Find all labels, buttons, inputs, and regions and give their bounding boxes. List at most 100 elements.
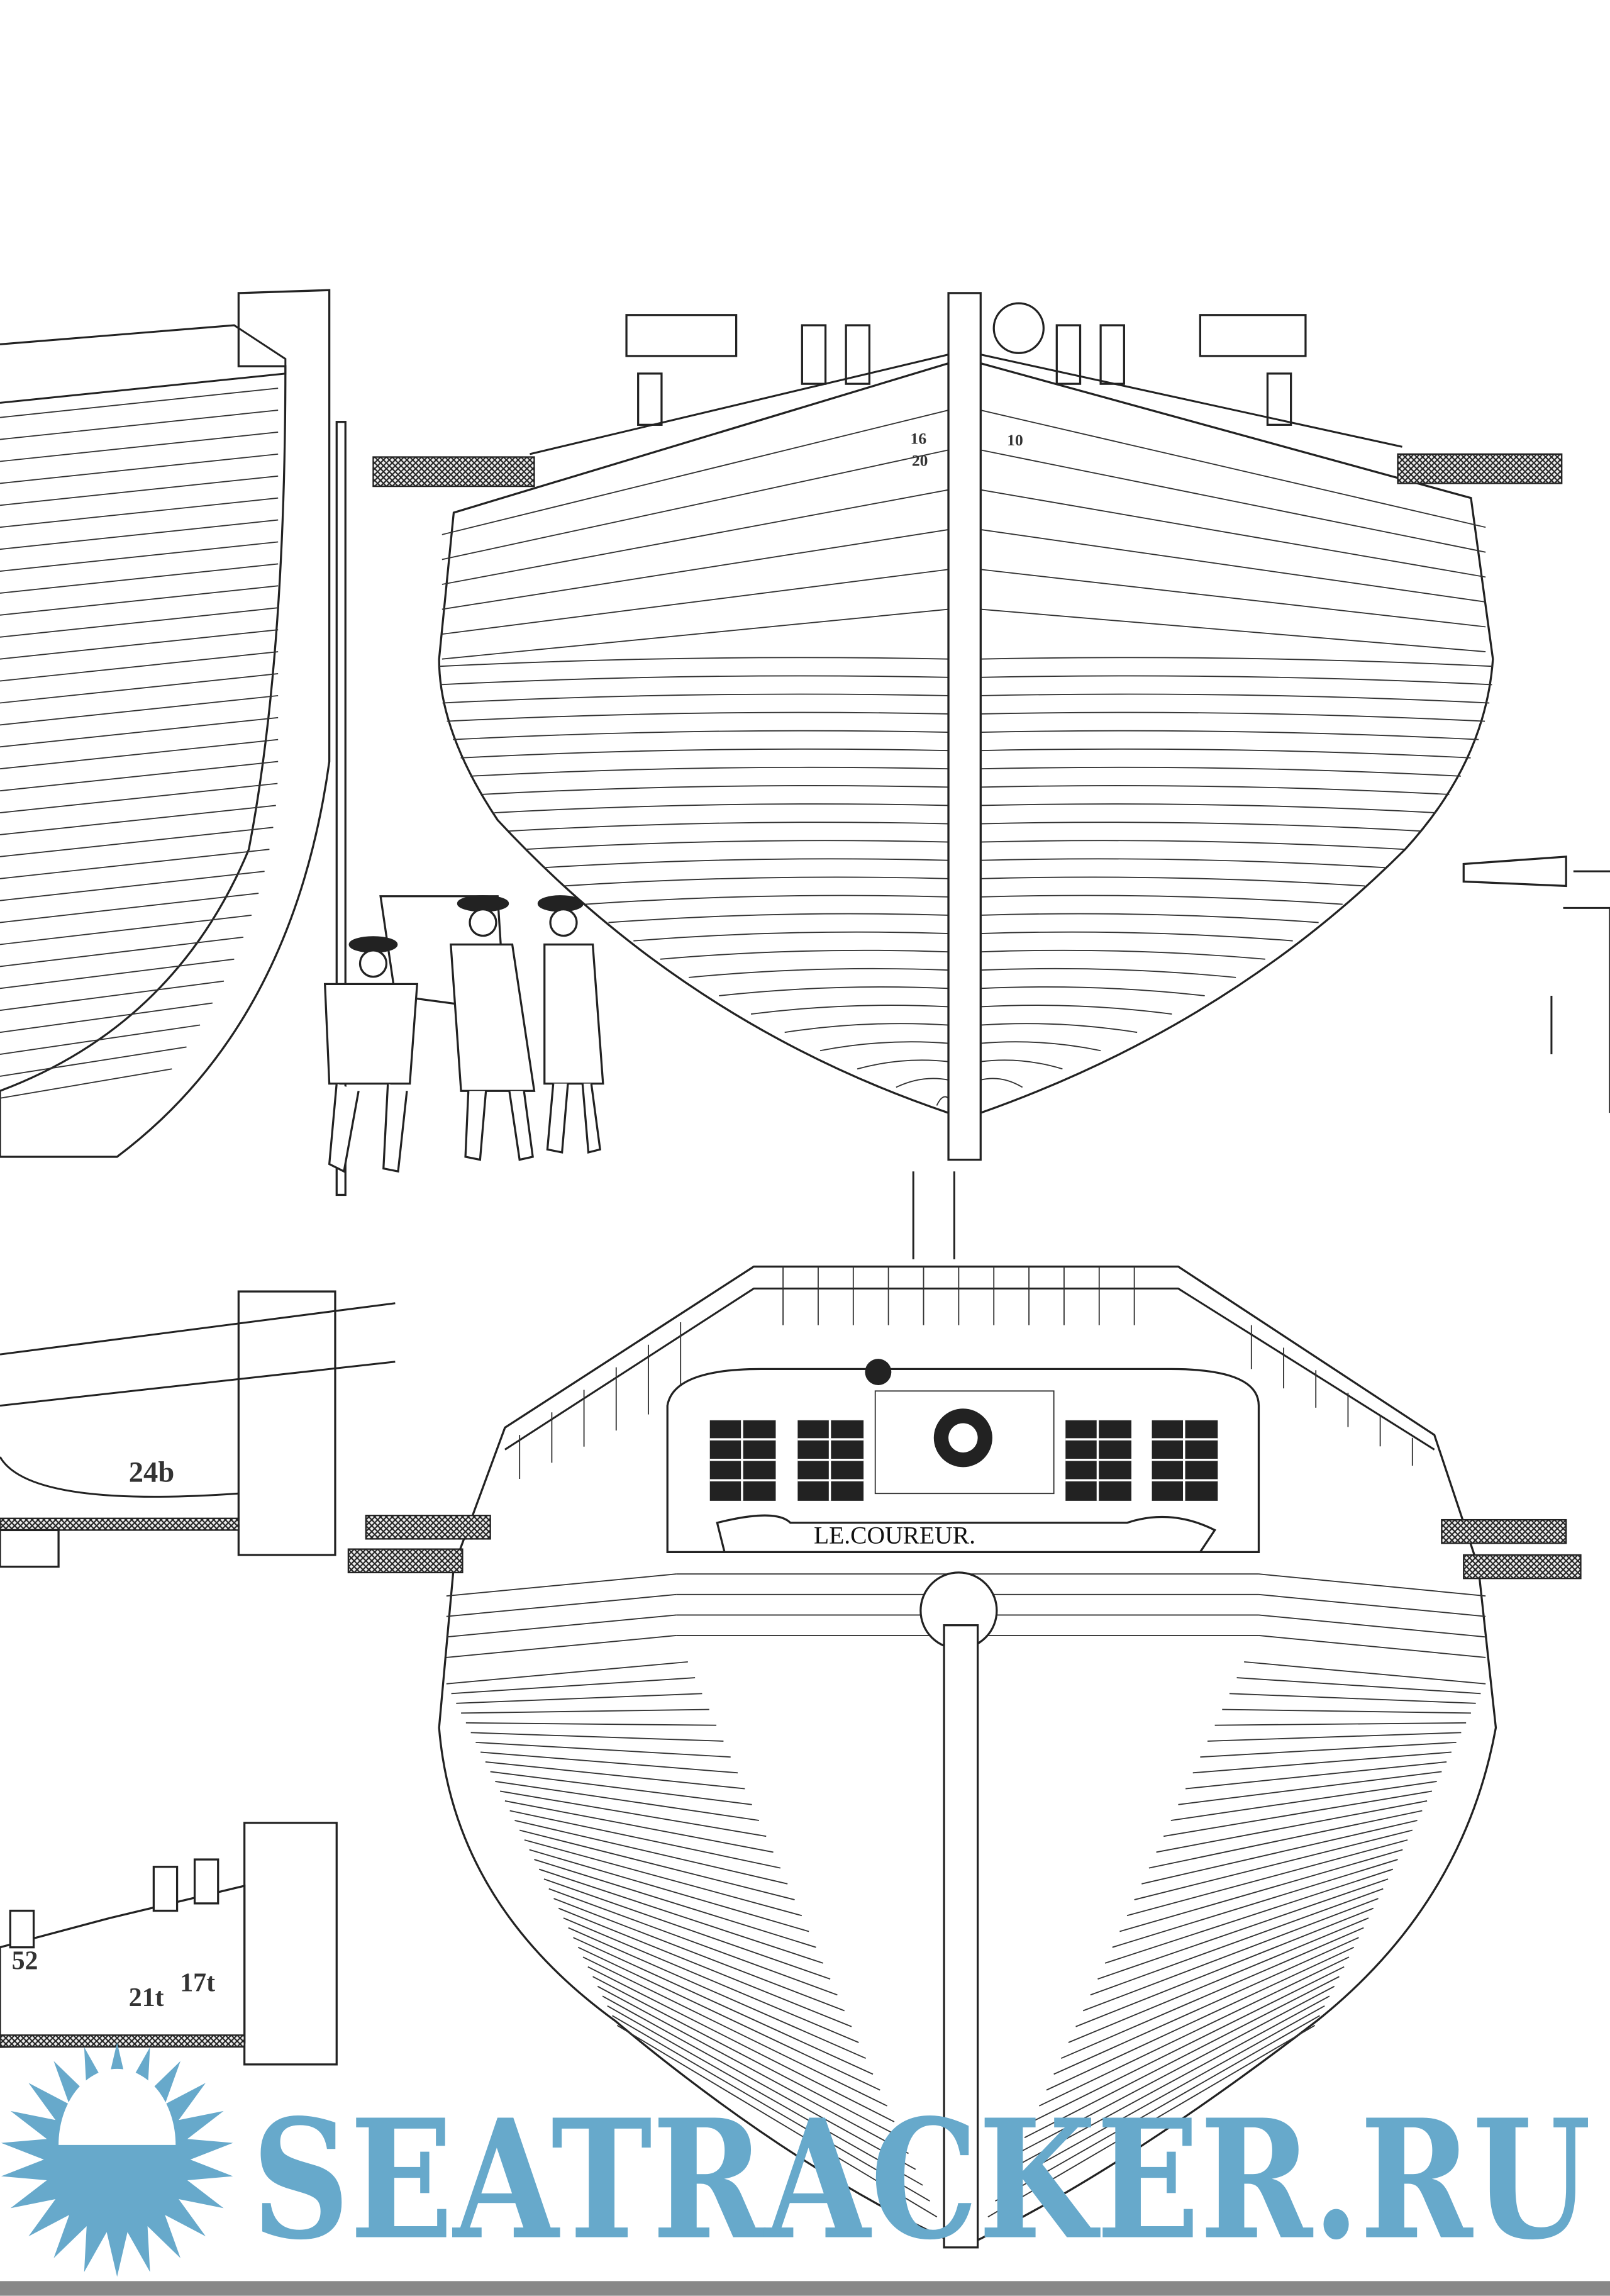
plank-line bbox=[0, 607, 279, 638]
watermark-text: SEATRACKER.RU bbox=[252, 2083, 1591, 2276]
plank-line bbox=[1200, 1741, 1457, 1758]
plank-line bbox=[509, 822, 949, 832]
plank-line bbox=[612, 2015, 930, 2202]
plank-line bbox=[481, 785, 949, 795]
plank-line bbox=[441, 529, 949, 610]
plank-line bbox=[1258, 1573, 1486, 1597]
cannon-left bbox=[372, 456, 535, 488]
plank-line bbox=[1119, 1849, 1403, 1932]
plank-line bbox=[529, 1849, 809, 1932]
plank-line bbox=[709, 1420, 776, 1501]
plank-line bbox=[1258, 1593, 1486, 1617]
plank-line bbox=[548, 1888, 838, 1996]
plank-line bbox=[980, 1023, 1138, 1034]
plank-line bbox=[453, 730, 949, 740]
plank-line bbox=[447, 711, 949, 722]
plank-line bbox=[980, 693, 1490, 704]
plank-line bbox=[1017, 1985, 1335, 2154]
plank-line bbox=[784, 1023, 949, 1034]
plank-line bbox=[0, 783, 278, 813]
plank-line bbox=[1229, 1693, 1476, 1704]
plank-line bbox=[441, 489, 949, 585]
plank-line bbox=[470, 1732, 724, 1742]
plank-line bbox=[0, 585, 279, 616]
plank-line bbox=[0, 915, 252, 945]
plank-line bbox=[980, 748, 1471, 759]
plank-line bbox=[441, 569, 949, 635]
ship-name-label: LE.COUREUR. bbox=[814, 1521, 975, 1549]
bow-label: 16 bbox=[911, 430, 927, 448]
plank-line bbox=[980, 986, 1205, 996]
rudder-post bbox=[943, 1624, 979, 2249]
plank-line bbox=[980, 489, 1486, 578]
plank-line bbox=[1156, 1800, 1428, 1853]
plank-line bbox=[819, 1041, 949, 1052]
plank-line bbox=[1065, 1420, 1131, 1501]
plank-line bbox=[0, 629, 279, 660]
plank-line bbox=[1170, 1781, 1437, 1821]
plank-line bbox=[0, 738, 279, 770]
plank-line bbox=[1075, 1907, 1374, 2027]
bottom-fragment-label: 17t bbox=[180, 1969, 215, 1998]
plank-line bbox=[0, 475, 279, 506]
plank-line bbox=[0, 716, 279, 748]
plank-line bbox=[980, 608, 1486, 652]
plank-line bbox=[1141, 1820, 1418, 1885]
plank-line bbox=[980, 858, 1385, 869]
plank-line bbox=[607, 2005, 923, 2186]
plank-line bbox=[1148, 1810, 1423, 1869]
bow-deck-fittings bbox=[625, 302, 1307, 426]
plank-line bbox=[980, 822, 1421, 832]
plank-line bbox=[857, 1059, 949, 1070]
plank-line bbox=[446, 1635, 677, 1658]
plank-line bbox=[480, 1751, 738, 1774]
plank-line bbox=[504, 1800, 774, 1853]
plank-line bbox=[538, 1868, 824, 1964]
plank-line bbox=[563, 876, 949, 887]
plank-line bbox=[0, 519, 279, 550]
plank-line bbox=[465, 1722, 717, 1726]
plank-line bbox=[980, 840, 1404, 850]
plank-line bbox=[633, 931, 949, 942]
plank-line bbox=[440, 675, 949, 686]
plank-line bbox=[0, 871, 265, 901]
plank-line bbox=[0, 563, 279, 594]
plank-line bbox=[0, 410, 279, 440]
plank-line bbox=[980, 1041, 1101, 1052]
plank-line bbox=[0, 497, 279, 528]
mid-fragment-label: 24b bbox=[129, 1457, 174, 1489]
plank-line bbox=[0, 1002, 213, 1034]
plank-line bbox=[980, 529, 1486, 603]
plank-line bbox=[1126, 1839, 1408, 1917]
plank-line bbox=[980, 449, 1486, 553]
plank-line bbox=[995, 2015, 1320, 2202]
plank-line bbox=[592, 1976, 902, 2139]
side-fragment-bottom: 52 21t 17t bbox=[0, 1822, 338, 2066]
plank-line bbox=[460, 748, 949, 759]
plank-line bbox=[1258, 1635, 1486, 1658]
plank-line bbox=[1068, 1917, 1369, 2043]
plank-line bbox=[475, 1741, 731, 1758]
plank-line bbox=[719, 986, 949, 996]
plank-line bbox=[585, 894, 949, 905]
plank-line bbox=[490, 1771, 752, 1805]
plank-line bbox=[1192, 1751, 1452, 1774]
plank-line bbox=[1185, 1761, 1447, 1790]
plank-line bbox=[660, 949, 949, 960]
plank-line bbox=[514, 1820, 788, 1885]
bottom-fragment-label: 52 bbox=[12, 1947, 38, 1976]
bottom-fragment-label: 21t bbox=[129, 1983, 164, 2012]
plank-line bbox=[558, 1907, 852, 2027]
stem-post bbox=[947, 292, 982, 1161]
plank-line bbox=[0, 1024, 201, 1055]
plank-line bbox=[0, 936, 244, 967]
plank-line bbox=[980, 675, 1492, 686]
plank-line bbox=[553, 1898, 845, 2012]
plank-line bbox=[597, 1985, 909, 2154]
plank-line bbox=[494, 803, 949, 813]
stern-view: LE.COUREUR. bbox=[347, 1171, 1582, 2249]
plank-line bbox=[1134, 1829, 1413, 1900]
plank-line bbox=[980, 894, 1343, 905]
